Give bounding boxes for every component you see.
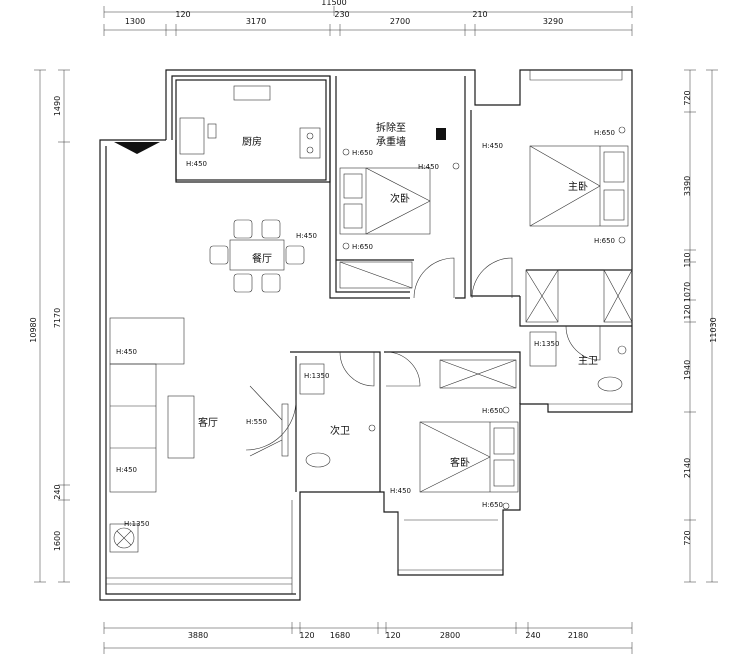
right-dim-1: 720 (683, 90, 692, 105)
bottom-dim-5: 2800 (440, 631, 460, 640)
height-kitchen: H:450 (186, 160, 207, 168)
right-dim-4: 1070 (683, 282, 692, 302)
right-dim-8: 720 (683, 530, 692, 545)
height-master-bed-bottom: H:650 (594, 237, 615, 245)
top-dim-3: 3170 (246, 17, 266, 26)
room-label-dining: 餐厅 (252, 252, 272, 265)
room-label-master-bedroom: 主卧 (568, 180, 588, 193)
bottom-dim-1: 3880 (188, 631, 208, 640)
height-balcony: H:1350 (124, 520, 149, 528)
left-dim-1: 1490 (53, 96, 62, 116)
room-label-kitchen: 厨房 (242, 135, 262, 148)
room-label-living: 客厅 (198, 416, 218, 429)
master-bath-fixtures (529, 331, 627, 392)
tv-wall (249, 385, 289, 457)
second-bedroom-bed (339, 167, 431, 289)
room-label-second-bath: 次卫 (330, 424, 350, 437)
room-label-guest-bedroom: 客卧 (450, 456, 470, 469)
right-dim-2: 3390 (683, 176, 692, 196)
bottom-dim-6: 240 (525, 631, 540, 640)
top-dim-6: 210 (472, 10, 487, 19)
bottom-dim-3: 1680 (330, 631, 350, 640)
top-dim-5: 2700 (390, 17, 410, 26)
top-dim-4: 230 (334, 10, 349, 19)
height-guest-450: H:450 (390, 487, 411, 495)
room-label-second-bedroom: 次卧 (390, 192, 410, 205)
master-bedroom-bed (525, 145, 633, 323)
height-guest-top: H:650 (482, 407, 503, 415)
outlet-markers (342, 126, 626, 510)
height-second-bed-450: H:450 (418, 163, 439, 171)
top-dimension-segments: 1300 120 3170 230 2700 210 3290 (103, 10, 633, 36)
right-dim-5: 120 (683, 304, 692, 319)
left-total-label: 10980 (29, 317, 38, 342)
right-dim-3: 110 (683, 252, 692, 267)
height-master-bath: H:1350 (534, 340, 559, 348)
entrance-marker (114, 142, 160, 154)
washing-machine (109, 523, 139, 553)
left-dimensions: 10980 1490 7170 240 1600 (29, 69, 70, 583)
kitchen-fixtures (179, 85, 321, 159)
height-living-550: H:550 (246, 418, 267, 426)
height-second-bath: H:1350 (304, 372, 329, 380)
top-dim-2: 120 (175, 10, 190, 19)
doors (245, 257, 601, 451)
dining-table (209, 219, 305, 293)
demolish-marker (436, 128, 446, 140)
left-dim-2: 7170 (53, 308, 62, 328)
right-dim-6: 1940 (683, 360, 692, 380)
demolish-note-line2: 承重墙 (376, 135, 406, 148)
height-second-bed-bottom: H:650 (352, 243, 373, 251)
living-sofa (109, 317, 195, 493)
demolish-note-line1: 拆除至 (376, 121, 406, 134)
left-dim-3: 240 (53, 484, 62, 499)
top-dimension-total: 11500 (103, 0, 633, 18)
bottom-dim-7: 2180 (568, 631, 588, 640)
second-bath-fixtures (299, 363, 376, 468)
right-total-label: 11030 (709, 317, 718, 342)
right-dimensions: 720 3390 110 1070 120 1940 2140 720 1103… (683, 69, 718, 583)
bottom-dim-4: 120 (385, 631, 400, 640)
height-guest-bottom: H:650 (482, 501, 503, 509)
height-master-bed-top: H:650 (594, 129, 615, 137)
bottom-dimension-segments: 3880 120 1680 120 2800 240 2180 (103, 622, 633, 654)
height-living-bottom: H:450 (116, 466, 137, 474)
height-living-top: H:450 (116, 348, 137, 356)
height-master-bed-450: H:450 (482, 142, 503, 150)
guest-bedroom-bed (419, 359, 519, 493)
top-dim-1: 1300 (125, 17, 145, 26)
room-label-master-bath: 主卫 (578, 355, 598, 367)
bottom-dim-2: 120 (299, 631, 314, 640)
height-dining: H:450 (296, 232, 317, 240)
left-dim-4: 1600 (53, 531, 62, 551)
top-dim-7: 3290 (543, 17, 563, 26)
height-second-bed-top: H:650 (352, 149, 373, 157)
right-dim-7: 2140 (683, 458, 692, 478)
interior-walls (106, 70, 632, 594)
top-total-label: 11500 (321, 0, 346, 7)
